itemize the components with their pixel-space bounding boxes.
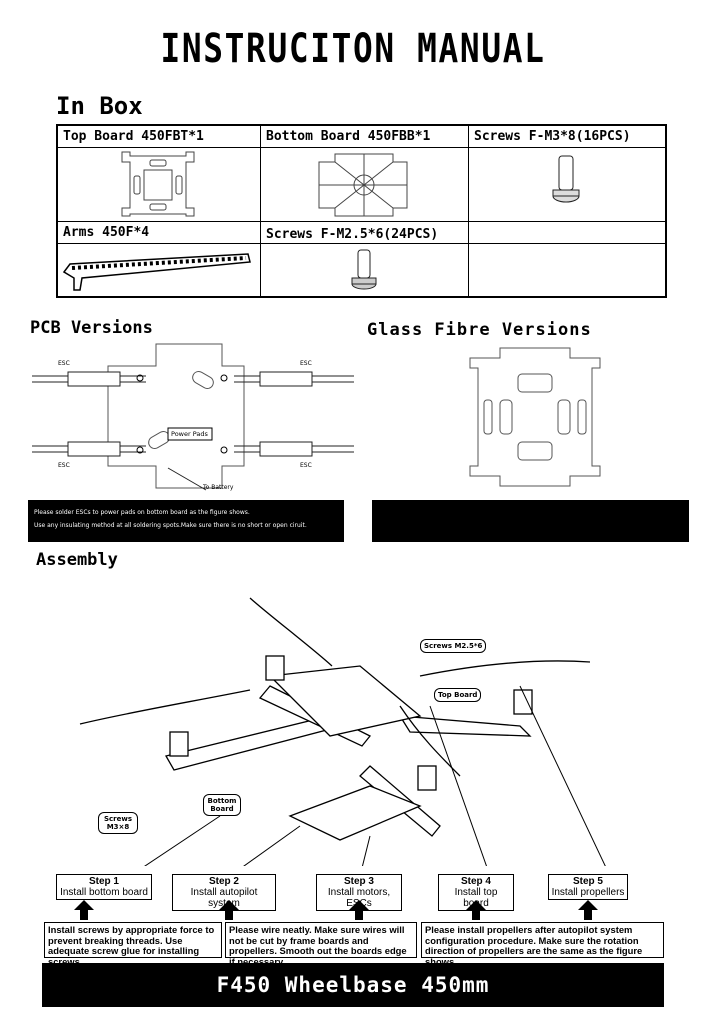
cell-empty-1 (469, 222, 665, 244)
cell-arms-image (58, 244, 261, 296)
screws-m25-label: Screws F-M2.5*6(24PCS) (266, 227, 439, 242)
in-box-table: Top Board 450FBT*1 Bottom Board 450FBB*1… (56, 124, 667, 298)
esc-label-bl: ESC (58, 462, 70, 469)
callout-bottom-board: Bottom Board (203, 794, 241, 816)
to-battery-label: To Battery (203, 484, 234, 491)
bottom-board-illustration (318, 153, 408, 217)
arrow-up-icon (74, 900, 94, 920)
page-title: INSTRUCITON MANUAL (160, 26, 546, 72)
step-2-text: Install autopilot system (190, 887, 258, 909)
arm-illustration (62, 253, 251, 291)
cell-bottom-board-label: Bottom Board 450FBB*1 (261, 126, 469, 148)
step-4-number: Step 4 (460, 876, 491, 887)
arrow-up-icon (578, 900, 598, 920)
arms-label: Arms 450F*4 (63, 225, 150, 240)
arrow-up-icon (466, 900, 486, 920)
pcb-note-line-1: Please solder ESCs to power pads on bott… (34, 509, 250, 516)
cell-screws-m25-label: Screws F-M2.5*6(24PCS) (261, 222, 469, 244)
pcb-wiring-diagram (32, 343, 354, 491)
step-5-box: Step 5 Install propellers (548, 874, 628, 900)
esc-label-br: ESC (300, 462, 312, 469)
top-board-label: Top Board 450FBT*1 (63, 129, 204, 144)
arrow-up-icon (349, 900, 369, 920)
screw-m3-icon (552, 155, 580, 203)
glass-fibre-heading: Glass Fibre Versions (367, 320, 592, 340)
cell-screws-m3-label: Screws F-M3*8(16PCS) (469, 126, 665, 148)
tip-propellers: Please install propellers after autopilo… (421, 922, 664, 966)
tip-screws: Install screws by appropriate force to p… (44, 922, 222, 966)
power-pads-label: Power Pads (171, 430, 208, 438)
step-5-text: Install propellers (551, 887, 625, 898)
step-1-box: Step 1 Install bottom board (56, 874, 152, 900)
glass-fibre-board-illustration (469, 347, 601, 487)
cell-arms-label: Arms 450F*4 (58, 222, 261, 244)
step-3-number: Step 3 (343, 876, 374, 887)
pcb-versions-heading: PCB Versions (30, 318, 153, 338)
top-board-illustration (121, 151, 195, 217)
callout-top-board: Top Board (434, 688, 482, 702)
step-5-number: Step 5 (572, 876, 603, 887)
pcb-solder-note: Please solder ESCs to power pads on bott… (28, 500, 344, 542)
callout-screws-m3: Screws M3×8 (98, 812, 138, 834)
cell-bottom-board-image (261, 148, 469, 222)
tip-wires: Please wire neatly. Make sure wires will… (225, 922, 417, 966)
step-arrows (74, 900, 598, 920)
assembly-heading: Assembly (36, 550, 118, 570)
callout-screws-m25: Screws M2.5*6 (420, 639, 487, 653)
step-1-number: Step 1 (88, 876, 119, 887)
cell-empty-2 (469, 244, 665, 296)
arrow-up-icon (219, 900, 239, 920)
step-1-text: Install bottom board (60, 887, 148, 898)
pcb-note-line-2: Use any insulating method at all solderi… (34, 522, 307, 529)
quadcopter-exploded-diagram (79, 597, 606, 866)
cell-screws-m3-image (469, 148, 665, 222)
esc-label-tr: ESC (300, 360, 312, 367)
cell-top-board-label: Top Board 450FBT*1 (58, 126, 261, 148)
in-box-heading: In Box (56, 92, 143, 120)
esc-label-tl: ESC (58, 360, 70, 367)
screws-m3-label: Screws F-M3*8(16PCS) (474, 129, 631, 144)
glass-fibre-note (372, 500, 689, 542)
bottom-board-label: Bottom Board 450FBB*1 (266, 129, 431, 144)
cell-top-board-image (58, 148, 261, 222)
step-2-number: Step 2 (208, 876, 239, 887)
step-2-box: Step 2 Install autopilot system (172, 874, 276, 911)
cell-screws-m25-image (261, 244, 469, 296)
footer-wheelbase: F450 Wheelbase 450mm (42, 963, 664, 1007)
screw-m25-icon (351, 249, 377, 290)
